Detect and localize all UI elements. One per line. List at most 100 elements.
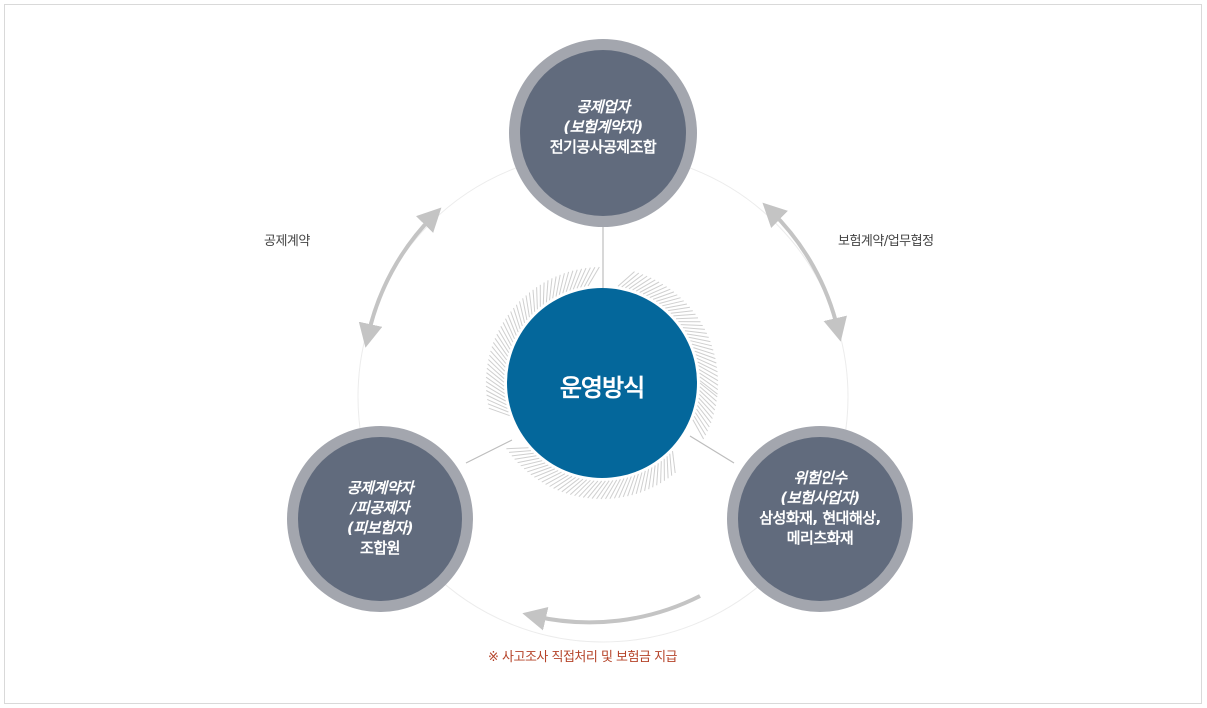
- hatch-stroke: [697, 405, 712, 424]
- hatch-stroke: [622, 476, 632, 498]
- hatch-stroke: [670, 310, 693, 314]
- hatch-stroke: [498, 329, 511, 350]
- node-top-text: 공제업자 (보험계약자) 전기공사공제조합: [513, 97, 693, 157]
- hatch-stroke: [662, 300, 684, 307]
- hatch-stroke: [486, 394, 507, 406]
- hatch-stroke: [542, 282, 545, 305]
- hatch-stroke: [565, 478, 584, 494]
- hatch-stroke: [511, 452, 534, 457]
- hatch-stroke: [488, 359, 505, 376]
- hatch-stroke: [635, 279, 656, 292]
- hatch-stroke: [698, 397, 715, 415]
- hatch-stroke: [665, 303, 687, 309]
- hatch-stroke: [625, 274, 644, 289]
- hatch-stroke: [537, 470, 559, 481]
- hatch-stroke: [510, 311, 519, 333]
- hatch-stroke: [489, 354, 506, 372]
- hatch-stroke: [569, 479, 588, 495]
- hatch-stroke: [491, 346, 507, 364]
- hatch-stroke: [609, 479, 621, 499]
- hatch-stroke: [557, 476, 576, 491]
- arrow-left: [358, 207, 442, 348]
- hatch-stroke: [669, 453, 673, 476]
- hatch-stroke: [668, 306, 690, 312]
- hatch-stroke: [507, 314, 517, 336]
- edge-label-right: 보험계약/업무협정: [838, 234, 934, 249]
- hatch-stroke: [697, 401, 713, 419]
- hatch-stroke: [494, 338, 509, 357]
- hatch-stroke: [699, 382, 718, 398]
- hatch-stroke: [600, 480, 614, 500]
- hatch-stroke: [695, 354, 717, 364]
- hatch-stroke: [696, 408, 710, 428]
- hatch-stroke: [639, 470, 646, 493]
- hatch-stroke: [635, 472, 643, 495]
- arrow-bottom: [522, 594, 701, 631]
- hatch-stroke: [513, 307, 521, 330]
- node-right-role: 위험인수: [793, 469, 847, 487]
- node-left-circle: [298, 437, 462, 601]
- hatch-stroke: [684, 330, 707, 334]
- hatch-stroke: [698, 365, 719, 377]
- node-left-entity: 조합원: [360, 539, 400, 557]
- hatch-stroke: [699, 390, 717, 407]
- hatch-stroke: [485, 381, 505, 395]
- hatch-stroke: [486, 367, 505, 383]
- hatch-stroke: [527, 464, 549, 473]
- center-hatch-ring: [485, 266, 719, 500]
- hatch-stroke: [694, 412, 709, 432]
- hatch-stroke: [666, 456, 669, 479]
- hatch-stroke: [517, 457, 540, 464]
- hatch-stroke: [515, 304, 523, 327]
- hatch-stroke: [555, 274, 561, 297]
- hatch-stroke: [562, 271, 570, 294]
- center-circle: [507, 288, 697, 478]
- hatch-stroke: [672, 451, 676, 474]
- hatch-stroke: [652, 291, 675, 300]
- hatch-stroke: [549, 474, 569, 487]
- node-left-text: 공제계약자 /피공제자 (피보험자) 조합원: [290, 478, 470, 558]
- hatch-stroke: [646, 286, 667, 297]
- hatch-stroke: [652, 465, 656, 488]
- hatch-stroke: [693, 415, 707, 436]
- hatch-stroke: [621, 272, 640, 288]
- hatch-stroke: [693, 347, 715, 355]
- hatch-stroke: [506, 447, 529, 450]
- hatch-stroke: [576, 267, 587, 289]
- hatch-stroke: [682, 327, 705, 330]
- hatch-stroke: [673, 313, 696, 317]
- hatch-stroke: [632, 277, 652, 291]
- hatch-stroke: [525, 295, 530, 318]
- hatch-stroke: [485, 390, 506, 402]
- node-top-circle: [520, 50, 686, 216]
- node-left-role: 공제계약자: [346, 479, 414, 497]
- edge-label-left: 공제계약: [264, 234, 310, 249]
- node-right-circle: [738, 437, 902, 601]
- hatch-stroke: [490, 350, 506, 368]
- hatch-stroke: [488, 407, 510, 417]
- hatch-stroke: [553, 475, 573, 489]
- hatch-stroke: [694, 350, 716, 360]
- hatch-stroke: [486, 398, 508, 409]
- hatch-stroke: [583, 266, 596, 287]
- hatch-stroke: [520, 460, 543, 467]
- hatch-stroke: [534, 468, 555, 478]
- hatch-stroke: [613, 478, 625, 499]
- hatch-stroke: [572, 268, 583, 290]
- hatch-stroke: [500, 326, 512, 346]
- hatch-stroke: [545, 280, 549, 303]
- hatch-stroke: [660, 461, 662, 484]
- hatch-stroke: [582, 480, 599, 498]
- hatch-stroke: [698, 368, 719, 382]
- connector-left: [465, 439, 513, 464]
- hatch-stroke: [545, 473, 566, 485]
- hatch-stroke: [552, 276, 557, 299]
- hatch-stroke: [528, 292, 533, 315]
- hatch-stroke: [644, 469, 650, 491]
- hatch-stroke: [596, 480, 610, 500]
- hatch-stroke: [692, 419, 705, 440]
- hatch-stroke: [631, 473, 639, 496]
- hatch-stroke: [691, 343, 714, 351]
- hatch-stroke: [642, 283, 664, 295]
- hatch-stroke: [502, 322, 514, 343]
